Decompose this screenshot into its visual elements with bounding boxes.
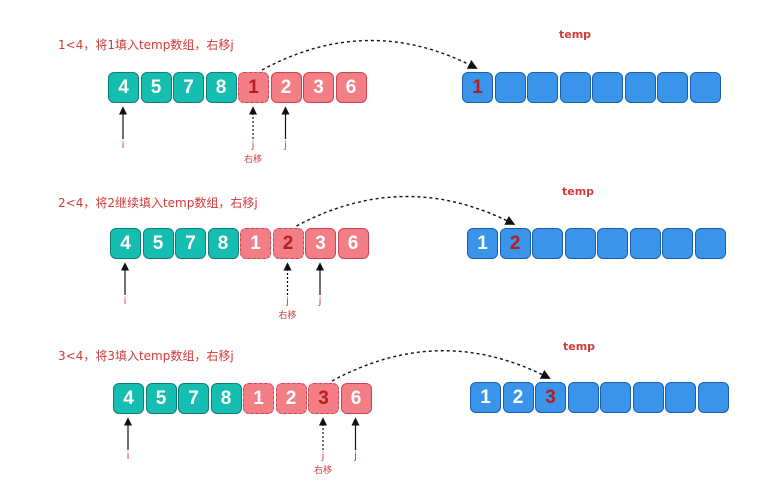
right-array-cell: 6 [340, 383, 372, 414]
new-j-pointer-label: j [318, 296, 322, 307]
temp-array-cell [662, 228, 693, 259]
temp-array-cell [494, 72, 526, 103]
temp-array-cell [527, 72, 558, 103]
temp-array-cell [657, 72, 688, 103]
right-array-cell: 3 [303, 72, 334, 103]
step-caption: 1<4，将1填入temp数组，右移j [58, 38, 234, 52]
move-to-temp-arrow [261, 39, 478, 71]
right-array-cell: 3 [308, 383, 339, 414]
left-array-cell: 5 [145, 383, 177, 414]
temp-array-cell [629, 228, 661, 259]
left-array-cell: 7 [178, 383, 209, 414]
move-to-temp-arrow [296, 195, 516, 227]
i-pointer-label: i [123, 296, 127, 307]
left-array-cell: 5 [140, 72, 172, 103]
left-array-cell: 4 [113, 383, 144, 414]
right-array-cell: 6 [335, 72, 367, 103]
new-j-pointer-label: j [354, 451, 357, 462]
right-array-cell: 1 [243, 383, 274, 414]
old-j-pointer-label: j [251, 140, 255, 151]
temp-array-cell [624, 72, 656, 103]
shift-label: 右移 [313, 466, 332, 476]
temp-label: temp [563, 340, 596, 353]
right-array-cell: 1 [240, 228, 271, 259]
temp-array-cell [592, 72, 623, 103]
right-array-cell: 2 [275, 383, 307, 414]
i-pointer-label: i [126, 451, 130, 462]
temp-array-cell: 3 [535, 382, 566, 413]
temp-label: temp [562, 185, 595, 198]
left-array-cell: 7 [175, 228, 206, 259]
temp-array-cell: 2 [499, 228, 531, 259]
move-to-temp-arrow [331, 350, 551, 382]
shift-label: 右移 [243, 155, 262, 165]
temp-array-cell [632, 382, 664, 413]
temp-array-cell [559, 72, 591, 103]
temp-array-cell [665, 382, 696, 413]
right-array-cell: 3 [305, 228, 336, 259]
temp-label: temp [559, 28, 592, 41]
temp-array-cell [689, 72, 721, 103]
left-array-cell: 5 [142, 228, 174, 259]
temp-array-cell [600, 382, 631, 413]
left-array-cell: 4 [110, 228, 141, 259]
old-j-pointer-label: j [286, 296, 289, 307]
left-array-cell: 8 [207, 228, 239, 259]
left-array-cell: 4 [108, 72, 139, 103]
step-caption: 2<4，将2继续填入temp数组，右移j [58, 196, 258, 210]
temp-array-cell: 1 [462, 72, 493, 103]
right-array-cell: 2 [270, 72, 302, 103]
temp-array-cell: 2 [502, 382, 534, 413]
temp-array-cell [532, 228, 563, 259]
step-caption: 3<4，将3填入temp数组，右移j [58, 349, 234, 363]
right-array-cell: 2 [272, 228, 304, 259]
new-j-pointer-label: j [284, 140, 287, 151]
temp-array-cell [697, 382, 729, 413]
shift-label: 右移 [278, 311, 297, 321]
old-j-pointer-label: j [321, 451, 325, 462]
left-array-cell: 8 [205, 72, 237, 103]
temp-array-cell: 1 [467, 228, 498, 259]
temp-array-cell [597, 228, 628, 259]
temp-array-cell [567, 382, 599, 413]
right-array-cell: 1 [238, 72, 269, 103]
temp-array-cell [564, 228, 596, 259]
left-array-cell: 7 [173, 72, 204, 103]
temp-array-cell [694, 228, 726, 259]
temp-array-cell: 1 [470, 382, 501, 413]
right-array-cell: 6 [337, 228, 369, 259]
left-array-cell: 8 [210, 383, 242, 414]
i-pointer-label: i [121, 140, 125, 151]
